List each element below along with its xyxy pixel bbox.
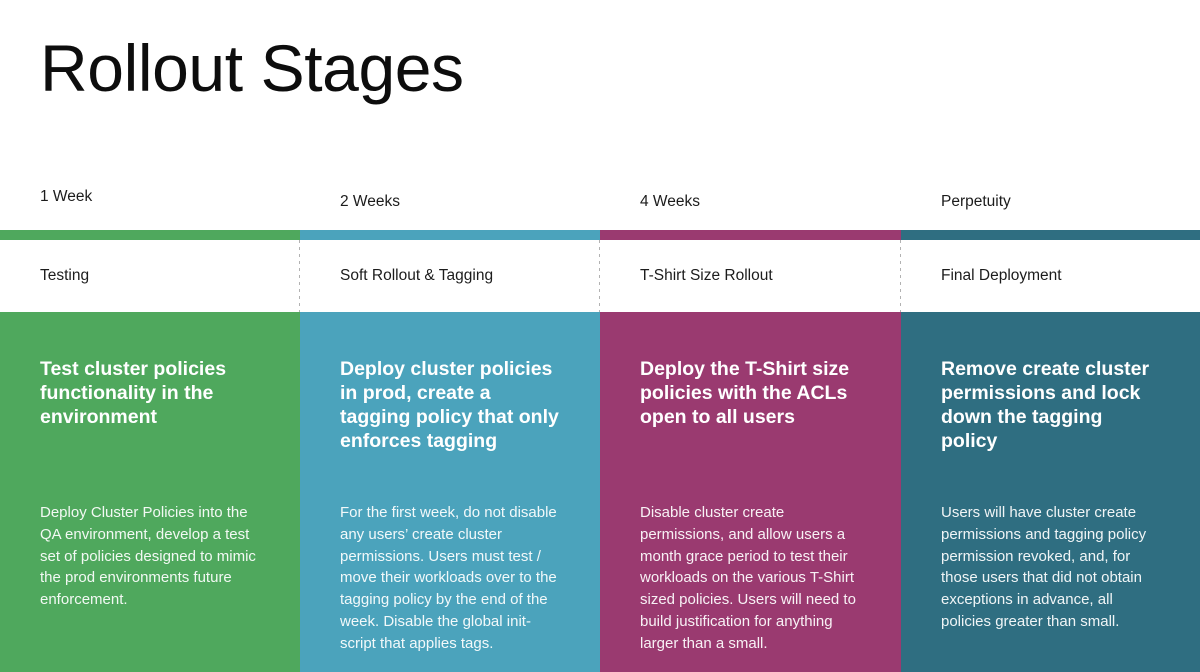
column-divider-2 <box>599 240 600 312</box>
page-title: Rollout Stages <box>40 31 464 105</box>
stage-title-band-1: Testing <box>0 240 300 312</box>
stage-body-3: Disable cluster create permissions, and … <box>640 504 856 652</box>
stage-name-1: Testing <box>40 267 90 284</box>
stage-duration-4: Perpetuity <box>941 193 1011 210</box>
stage-accent-bar-1 <box>0 230 300 240</box>
stage-headline-4: Remove create cluster permissions and lo… <box>941 358 1150 452</box>
stage-title-band-4: Final Deployment <box>901 240 1200 312</box>
stage-body-1: Deploy Cluster Policies into the QA envi… <box>40 504 256 609</box>
stage-headline-2: Deploy cluster policies in prod, create … <box>340 358 559 452</box>
stage-accent-bar-4 <box>901 230 1200 240</box>
column-divider-3 <box>900 240 901 312</box>
stage-column-4: Perpetuity Final Deployment Remove creat… <box>901 0 1200 672</box>
stage-headline-3: Deploy the T-Shirt size policies with th… <box>640 358 850 428</box>
stage-body-4: Users will have cluster create permissio… <box>941 504 1147 630</box>
stage-panel-3: Deploy the T-Shirt size policies with th… <box>600 312 901 672</box>
stage-name-2: Soft Rollout & Tagging <box>340 267 494 284</box>
stage-accent-bar-2 <box>300 230 600 240</box>
stage-duration-2: 2 Weeks <box>340 193 401 210</box>
stage-column-1: 1 Week Testing Test cluster policies fun… <box>0 0 300 672</box>
stage-duration-3: 4 Weeks <box>640 193 701 210</box>
stage-panel-2: Deploy cluster policies in prod, create … <box>300 312 600 672</box>
stage-name-4: Final Deployment <box>941 267 1062 284</box>
stage-title-band-2: Soft Rollout & Tagging <box>300 240 600 312</box>
stage-body-2: For the first week, do not disable any u… <box>340 504 557 652</box>
stage-title-band-3: T-Shirt Size Rollout <box>600 240 901 312</box>
stage-name-3: T-Shirt Size Rollout <box>640 267 773 284</box>
stage-accent-bar-3 <box>600 230 901 240</box>
stage-panel-4: Remove create cluster permissions and lo… <box>901 312 1200 672</box>
column-divider-1 <box>299 240 300 312</box>
stage-panel-1: Test cluster policies functionality in t… <box>0 312 300 672</box>
stage-column-2: 2 Weeks Soft Rollout & Tagging Deploy cl… <box>300 0 600 672</box>
stage-duration-1: 1 Week <box>40 188 93 205</box>
stage-headline-1: Test cluster policies functionality in t… <box>40 358 227 428</box>
stage-column-3: 4 Weeks T-Shirt Size Rollout Deploy the … <box>600 0 901 672</box>
